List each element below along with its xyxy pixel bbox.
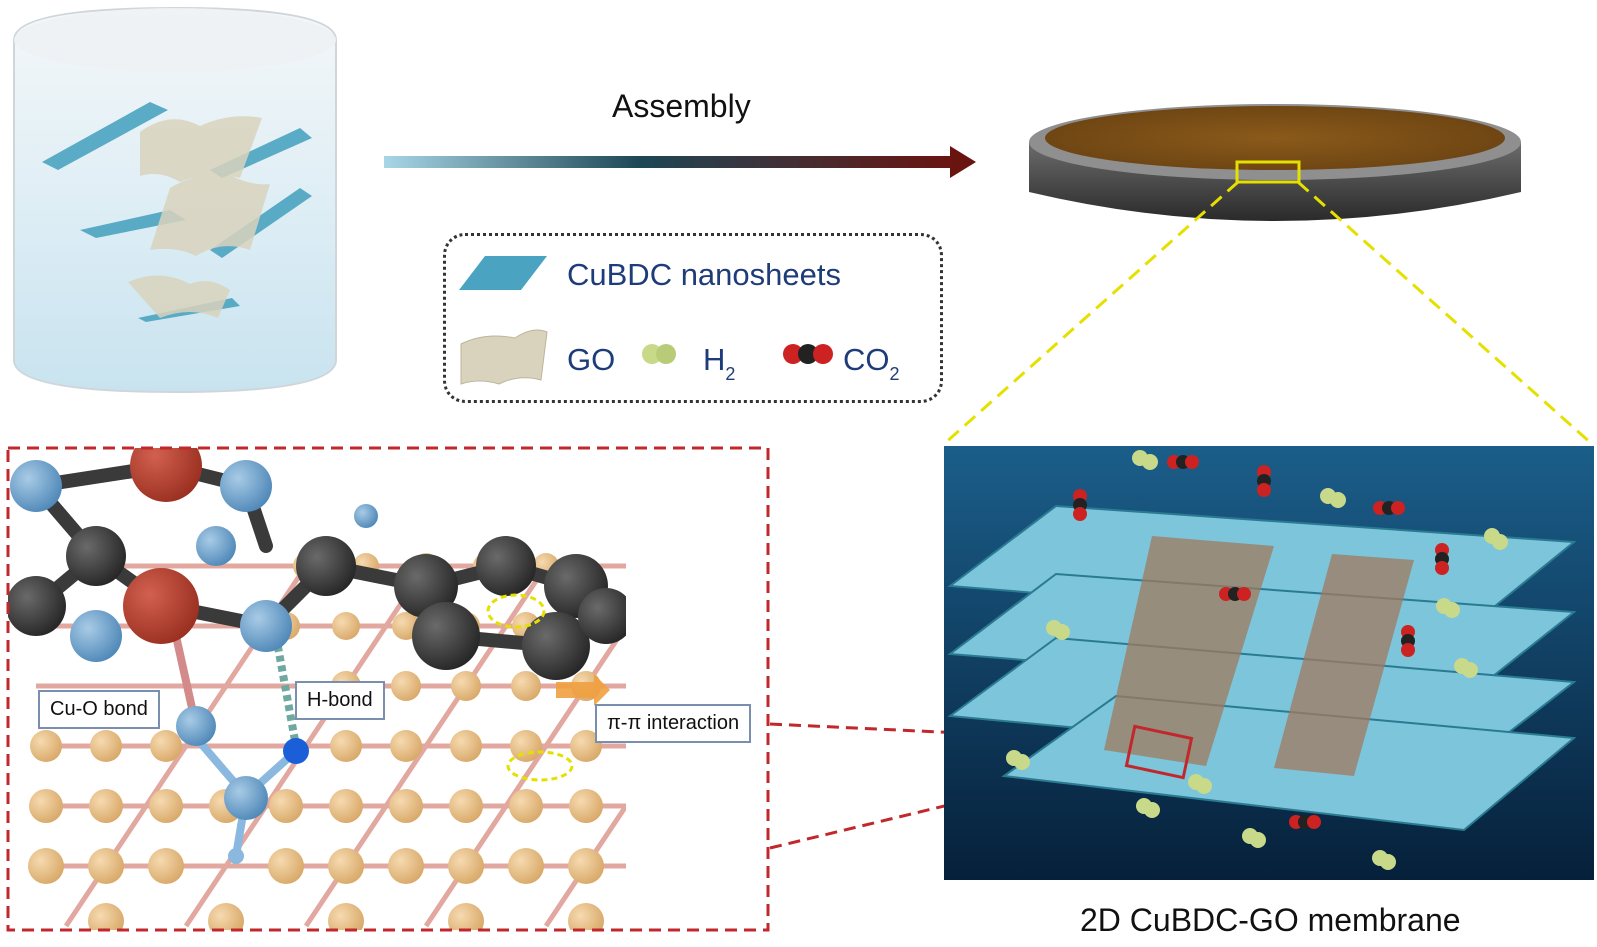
membrane-stack-panel	[944, 446, 1594, 880]
membrane-caption: 2D CuBDC-GO membrane	[1080, 902, 1461, 938]
pi-pi-interaction-callout: π-π interaction	[595, 704, 752, 743]
assembly-arrow	[384, 146, 976, 178]
cubdc-nanosheet-legend-icon	[459, 256, 547, 290]
legend-go-label: GO	[567, 342, 616, 377]
legend-h2-label: H2	[703, 342, 736, 384]
dispersion-beaker	[13, 6, 337, 394]
legend-co2-label: CO2	[843, 342, 900, 384]
legend-box	[443, 233, 943, 403]
co2-molecules	[1073, 455, 1449, 829]
cu-o-bond-callout: Cu-O bond	[38, 690, 160, 729]
membrane-disk	[1029, 104, 1521, 221]
h-bond-callout: H-bond	[295, 681, 385, 720]
legend-cubdc-label: CuBDC nanosheets	[567, 257, 841, 292]
go-legend-icon	[460, 329, 548, 385]
co2-molecule-icon	[783, 344, 833, 364]
h2-molecule-icon	[642, 344, 676, 364]
go-sheet-icon	[128, 116, 270, 318]
molecular-interaction-view	[6, 446, 770, 932]
h2-molecules	[1006, 450, 1508, 870]
assembly-label: Assembly	[612, 88, 751, 124]
cubdc-framework	[8, 448, 626, 864]
